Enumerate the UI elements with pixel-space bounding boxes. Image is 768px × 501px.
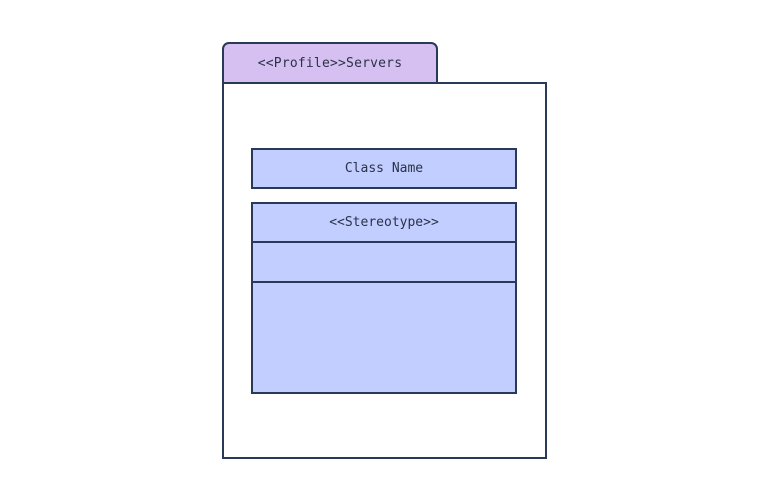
package-title: <<Profile>>Servers	[257, 56, 403, 71]
class-stereotype-compartment: <<Stereotype>>	[253, 204, 515, 243]
class-operations-compartment	[253, 283, 515, 392]
package-tab[interactable]: <<Profile>>Servers	[222, 42, 438, 83]
class-name-box[interactable]: Class Name	[251, 148, 517, 189]
stereotype-class-box[interactable]: <<Stereotype>>	[251, 202, 517, 394]
class-attributes-compartment	[253, 243, 515, 283]
